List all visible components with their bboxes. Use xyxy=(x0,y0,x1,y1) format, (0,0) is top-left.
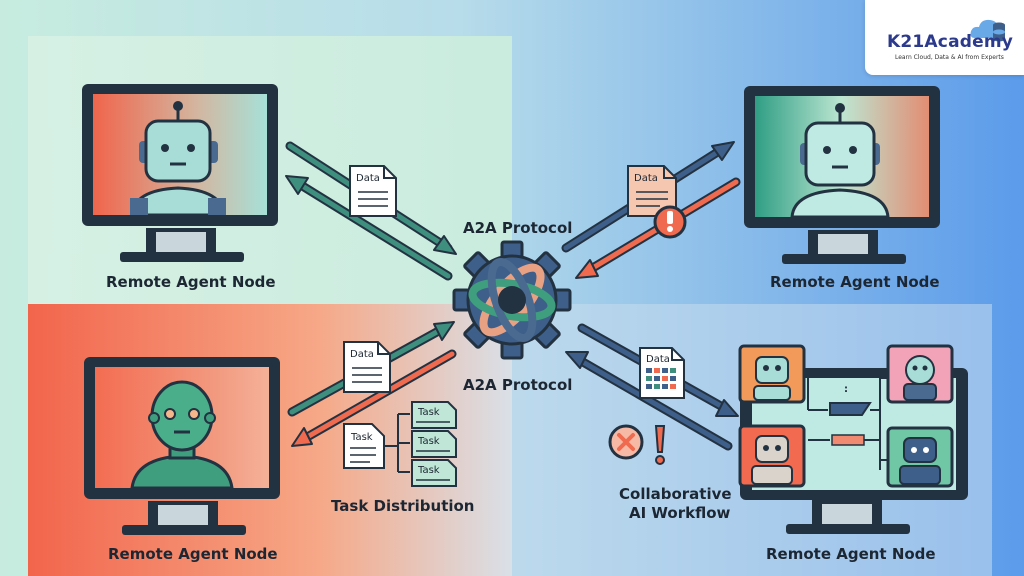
data-document-top-left xyxy=(349,165,397,217)
task-child-2-label: Task xyxy=(417,436,440,447)
mini-robot-top-right xyxy=(886,344,954,404)
task-child-1-label: Task xyxy=(417,407,440,418)
task-distribution-label: Task Distribution xyxy=(331,497,475,515)
mini-robot-bottom-right xyxy=(886,426,954,488)
workflow-label-line2: AI Workflow xyxy=(629,504,731,522)
cloud-database-icon xyxy=(970,19,1005,42)
node-label-top-left: Remote Agent Node xyxy=(106,273,276,291)
data-document-top-right-label: Data xyxy=(634,173,658,184)
monitor-top-left xyxy=(82,84,278,262)
node-label-top-right: Remote Agent Node xyxy=(770,273,940,291)
data-document-bottom-left-label: Data xyxy=(350,349,374,360)
task-child-3-label: Task xyxy=(417,465,440,476)
exclamation-mark-icon xyxy=(654,425,666,465)
svg-text::: : xyxy=(844,384,848,395)
warning-exclamation-icon xyxy=(653,205,687,239)
node-label-bottom-right: Remote Agent Node xyxy=(766,545,936,563)
brand-tagline: Learn Cloud, Data & AI from Experts xyxy=(895,54,1004,61)
a2a-protocol-label-bottom: A2A Protocol xyxy=(463,376,573,394)
data-document-top-right xyxy=(627,165,677,217)
error-x-icon xyxy=(608,424,644,460)
brand-name: K21Academy xyxy=(887,32,1014,52)
a2a-protocol-label-top: A2A Protocol xyxy=(463,219,573,237)
a2a-gear-icon xyxy=(452,240,572,360)
task-tree xyxy=(343,401,457,487)
mini-robot-top-left xyxy=(738,344,806,404)
mini-robot-bottom-left xyxy=(738,424,806,488)
data-document-top-left-label: Data xyxy=(356,173,380,184)
task-root-label: Task xyxy=(350,432,373,443)
data-document-bottom-left xyxy=(343,341,391,393)
data-document-bottom-right-label: Data xyxy=(646,354,670,365)
brand-logo: K21Academy Learn Cloud, Data & AI from E… xyxy=(865,0,1024,75)
node-label-bottom-left: Remote Agent Node xyxy=(108,545,278,563)
data-document-bottom-right xyxy=(639,347,685,399)
workflow-label-line1: Collaborative xyxy=(619,485,732,503)
monitor-bottom-left xyxy=(84,357,280,535)
monitor-top-right xyxy=(744,86,940,264)
